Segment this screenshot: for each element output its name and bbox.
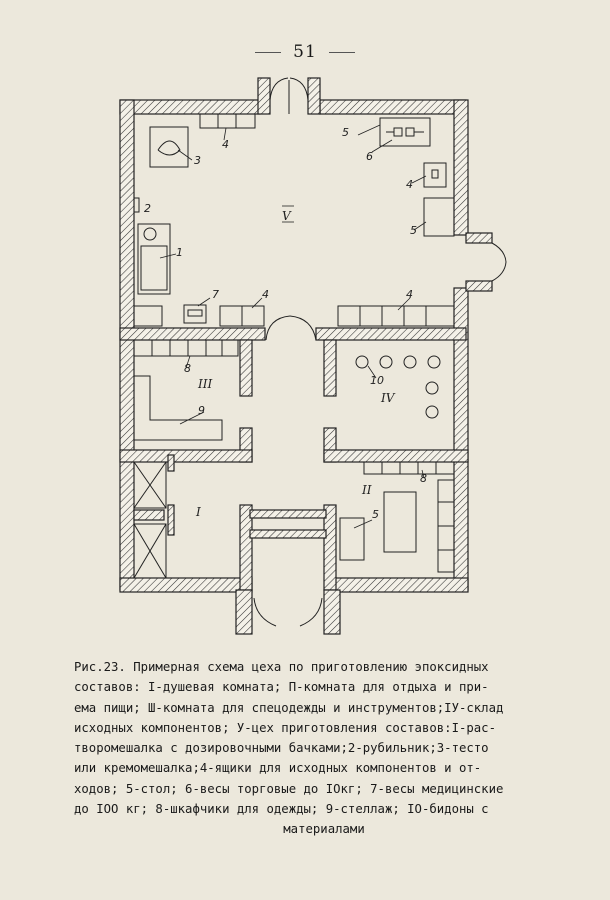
room-label-iv: IV — [380, 391, 396, 405]
item-label-4-top: 4 — [222, 138, 229, 151]
walls — [119, 77, 493, 635]
caption-line: до IOO кг; 8-шкафчики для одежды; 9-стел… — [74, 802, 489, 817]
item-label-1: 1 — [176, 246, 183, 259]
item-label-8-room-ii: 8 — [420, 472, 427, 485]
item-label-3: 3 — [194, 154, 201, 167]
page-number: 51 — [0, 42, 610, 62]
equipment — [133, 113, 455, 579]
caption-line: творомешалка с дозировочными бачками;2-р… — [74, 741, 489, 756]
item-label-8-room-iii: 8 — [184, 362, 191, 375]
caption-line: материалами — [283, 822, 365, 837]
item-label-4-right: 4 — [406, 178, 413, 191]
room-label-ii: II — [361, 483, 372, 497]
caption-line: ходов; 5-стол; 6-весы торговые до IOкг; … — [74, 781, 504, 796]
caption-line: Рис.23. Примерная схема цеха по приготов… — [74, 660, 489, 674]
item-label-4-mid: 4 — [262, 288, 269, 301]
item-label-5-top: 5 — [342, 126, 349, 139]
item-label-2: 2 — [144, 202, 151, 215]
caption-line: исходных компонентов; У-цех приготовлени… — [74, 720, 496, 735]
figure-caption: Рис.23. Примерная схема цеха по приготов… — [74, 657, 574, 840]
item-label-5-room-ii: 5 — [372, 508, 379, 521]
item-label-9: 9 — [198, 404, 205, 417]
item-label-7: 7 — [212, 288, 219, 301]
caption-line: составов: I-душевая комната; П-комната д… — [74, 680, 489, 695]
item-label-10: 10 — [370, 374, 384, 387]
room-label-iii: III — [197, 377, 212, 391]
doors — [253, 77, 507, 627]
caption-line: или кремомешалка;4-ящики для исходных ко… — [74, 761, 482, 776]
room-label-i: I — [195, 505, 201, 519]
item-label-4-right-row: 4 — [406, 288, 413, 301]
item-label-6: 6 — [366, 150, 373, 163]
item-label-5-right: 5 — [410, 224, 417, 237]
caption-line: ема пищи; Ш-комната для спецодежды и инс… — [74, 700, 504, 715]
room-label-v: V — [282, 209, 292, 223]
